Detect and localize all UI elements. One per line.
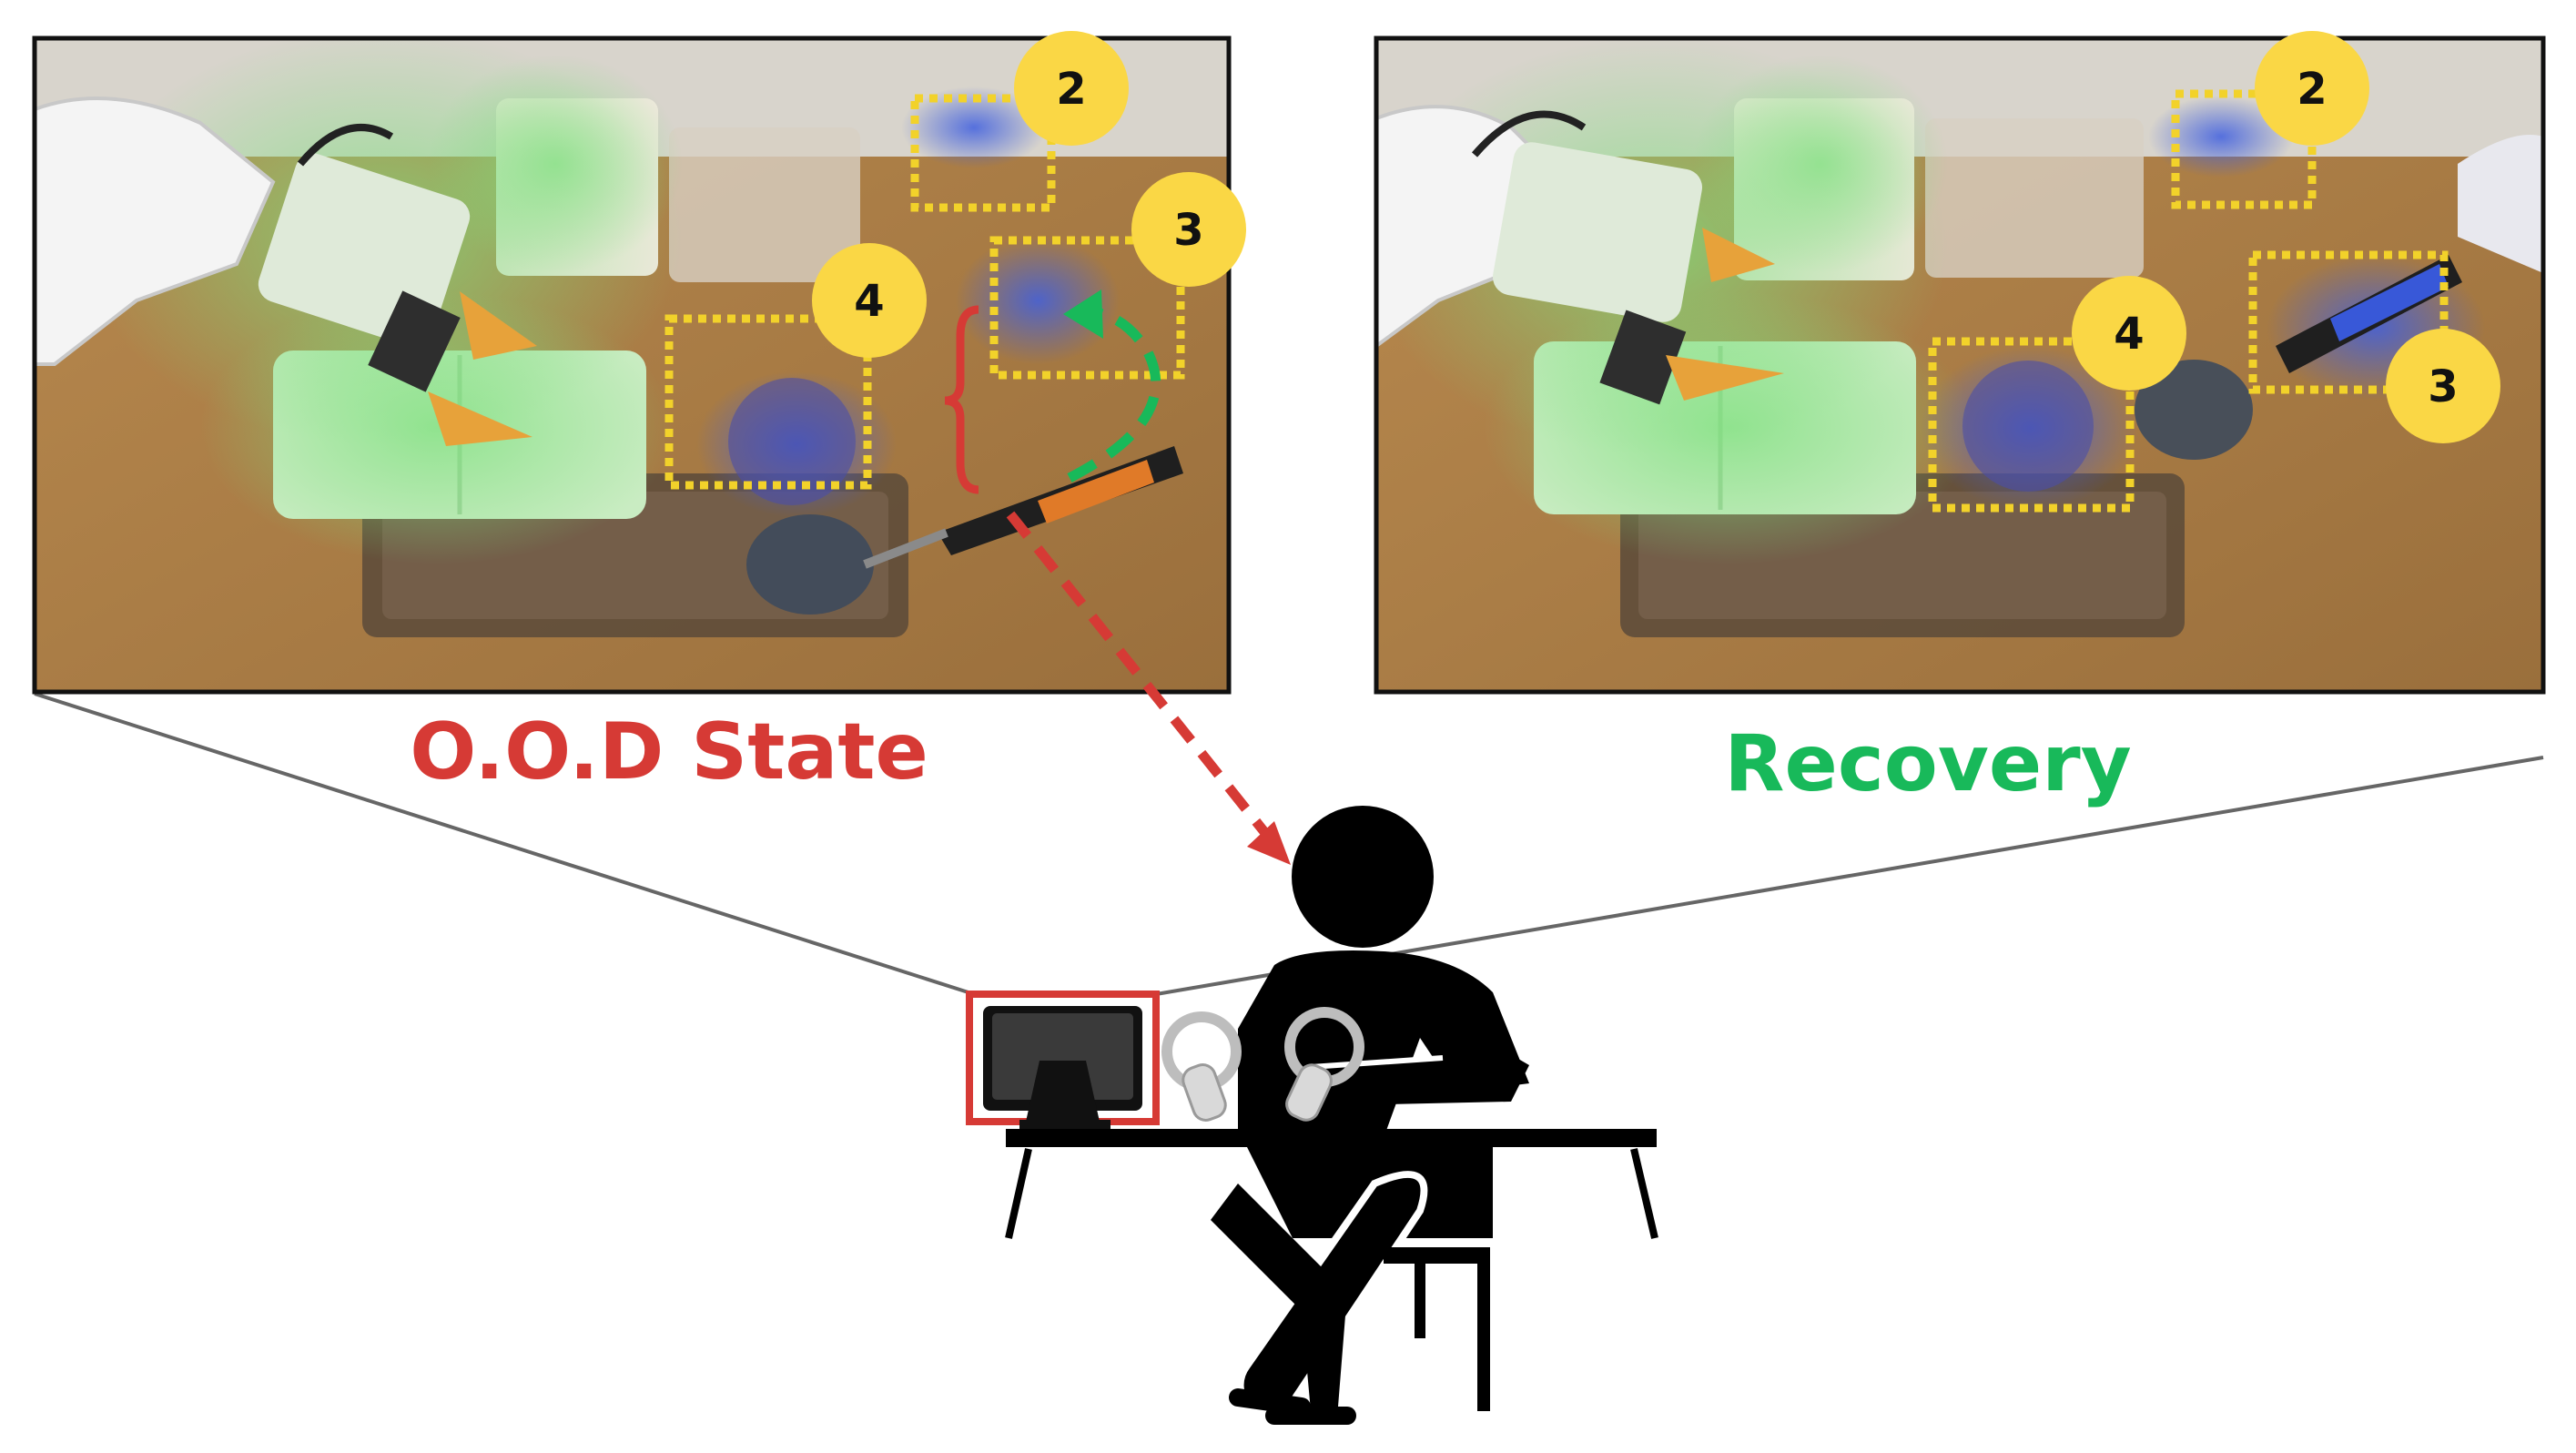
badge-3-left-label: 3 [1173,205,1203,256]
ood-state-caption: O.O.D State [410,706,928,798]
chair-icon [1384,1247,1484,1411]
badge-3-right: 3 [2386,329,2500,443]
person-at-desk-icon [1211,806,1529,1416]
recovery-panel [1365,36,2543,692]
badge-4-left-label: 4 [854,276,884,327]
monitor-icon [969,994,1156,1129]
badge-3-left: 3 [1131,172,1246,287]
badge-4-left: 4 [812,243,927,358]
vr-controller-icon [1167,1017,1236,1123]
badge-2-left-label: 2 [1056,64,1086,115]
badge-3-right-label: 3 [2428,361,2458,412]
badge-2-right-label: 2 [2297,64,2327,115]
badge-2-right: 2 [2255,31,2369,146]
badge-4-right-label: 4 [2114,309,2144,360]
recovery-caption: Recovery [1724,718,2131,809]
ood-alert-arrow-head [1247,821,1291,865]
person-head [1292,806,1434,948]
badge-4-right: 4 [2072,276,2186,391]
badge-2-left: 2 [1014,31,1129,146]
